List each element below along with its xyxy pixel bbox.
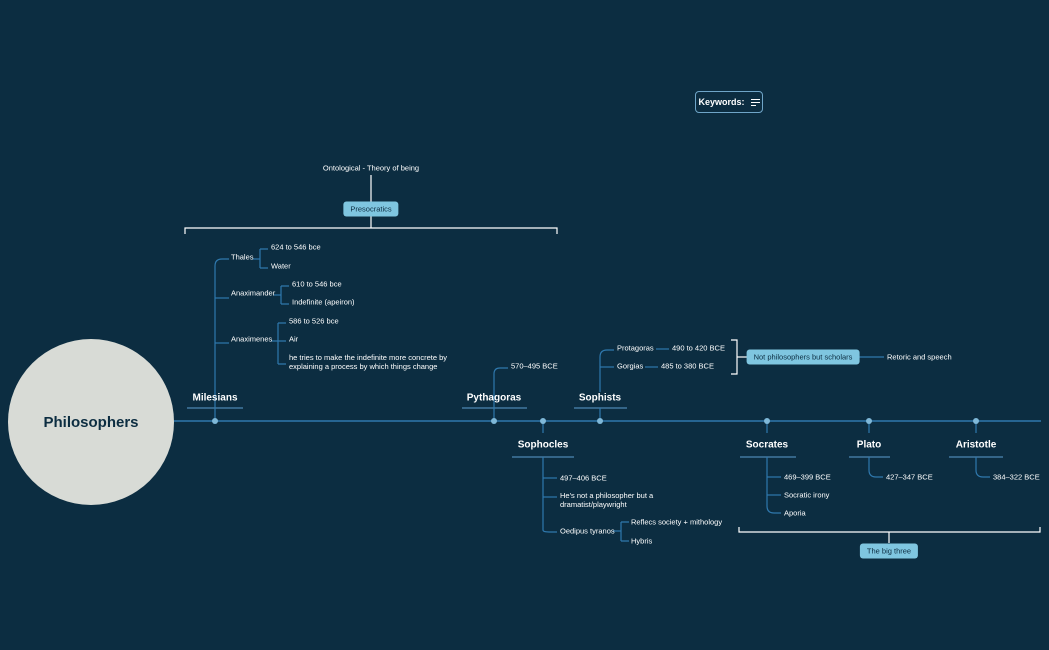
aristotle-topic[interactable]: Aristotle bbox=[955, 439, 997, 451]
aristotle-date[interactable]: 384–322 BCE bbox=[993, 472, 1040, 482]
anaximenes-element[interactable]: Air bbox=[289, 334, 299, 344]
anaximenes-node[interactable]: Anaximenes bbox=[231, 334, 273, 344]
socrates-item[interactable]: Socratic irony bbox=[784, 490, 830, 500]
socrates-topic[interactable]: Socrates bbox=[745, 439, 789, 451]
oedipus-item[interactable]: Reflecs society + mithology bbox=[631, 517, 723, 527]
anaximenes-date[interactable]: 586 to 526 bce bbox=[289, 316, 339, 326]
sophists-topic[interactable]: Sophists bbox=[578, 392, 622, 404]
oedipus-node[interactable]: Oedipus tyranos bbox=[560, 526, 615, 536]
sophocles-note[interactable]: He's not a philosopher but a dramatist/p… bbox=[560, 491, 654, 509]
ontological-note[interactable]: Ontological - Theory of being bbox=[322, 163, 420, 173]
sophists-summary[interactable]: Not philosophers but scholars bbox=[746, 349, 860, 365]
plato-date[interactable]: 427–347 BCE bbox=[886, 472, 933, 482]
retoric-note[interactable]: Retoric and speech bbox=[887, 352, 952, 362]
socrates-item[interactable]: 469–399 BCE bbox=[784, 472, 831, 482]
anaximenes-note[interactable]: he tries to make the indefinite more con… bbox=[289, 353, 447, 371]
presocratics-summary[interactable]: Presocratics bbox=[343, 201, 399, 217]
list-icon bbox=[750, 98, 760, 106]
anaximander-node[interactable]: Anaximander bbox=[231, 288, 276, 298]
anaximander-element[interactable]: Indefinite (apeiron) bbox=[292, 297, 355, 307]
keywords-label: Keywords: bbox=[698, 97, 745, 107]
plato-topic[interactable]: Plato bbox=[856, 439, 882, 451]
gorgias-date[interactable]: 485 to 380 BCE bbox=[661, 361, 714, 371]
thales-node[interactable]: Thales bbox=[231, 252, 254, 262]
thales-element[interactable]: Water bbox=[271, 261, 291, 271]
central-topic[interactable]: Philosophers bbox=[8, 339, 174, 505]
pythagoras-date[interactable]: 570–495 BCE bbox=[511, 361, 558, 371]
oedipus-item[interactable]: Hybris bbox=[631, 536, 653, 546]
anaximander-date[interactable]: 610 to 546 bce bbox=[292, 279, 342, 289]
socrates-item[interactable]: Aporia bbox=[784, 508, 806, 518]
milesians-topic[interactable]: Milesians bbox=[192, 392, 238, 404]
protagoras-date[interactable]: 490 to 420 BCE bbox=[672, 343, 725, 353]
keywords-button[interactable]: Keywords: bbox=[695, 91, 763, 113]
big-three-summary[interactable]: The big three bbox=[859, 543, 919, 559]
gorgias-node[interactable]: Gorgias bbox=[617, 361, 644, 371]
protagoras-node[interactable]: Protagoras bbox=[617, 343, 654, 353]
sophocles-topic[interactable]: Sophocles bbox=[517, 439, 569, 451]
thales-date[interactable]: 624 to 546 bce bbox=[271, 242, 321, 252]
pythagoras-topic[interactable]: Pythagoras bbox=[466, 392, 522, 404]
sophocles-date[interactable]: 497–406 BCE bbox=[560, 473, 607, 483]
central-topic-label: Philosophers bbox=[43, 413, 139, 431]
